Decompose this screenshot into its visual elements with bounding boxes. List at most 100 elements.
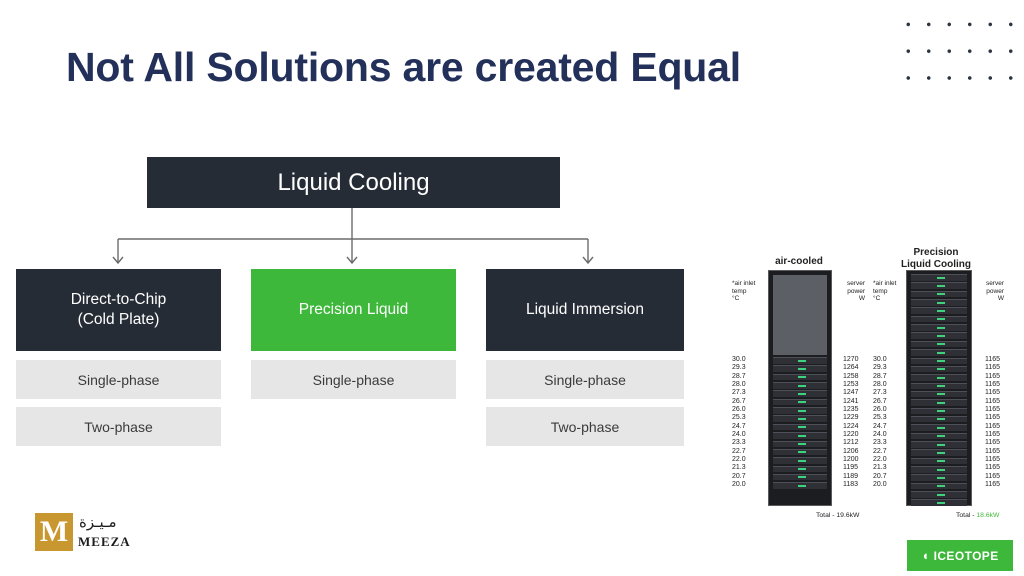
server-led-icon — [936, 368, 945, 371]
server-led-icon — [797, 401, 806, 404]
air-left-header: *air inlet temp °C — [732, 280, 755, 303]
server-unit — [911, 290, 967, 298]
server-led-icon — [936, 468, 945, 471]
air-temp-value: 27.3 — [732, 389, 746, 397]
server-unit — [911, 282, 967, 289]
precision-power-value: 1165 — [985, 472, 1001, 480]
air-power-value: 1200 — [843, 456, 859, 464]
precision-temp-value: 22.7 — [873, 447, 887, 455]
server-unit — [911, 324, 967, 331]
server-led-icon — [936, 426, 945, 429]
air-temp-value: 22.0 — [732, 456, 746, 464]
precision-power-value: 1165 — [985, 431, 1001, 439]
precision-power-value: 1165 — [985, 481, 1001, 489]
air-temp-value: 20.7 — [732, 472, 746, 480]
sub-two-phase-dtc: Two-phase — [16, 407, 221, 446]
server-unit — [911, 399, 967, 406]
air-total-prefix: Total - — [816, 512, 837, 519]
air-cooled-title: air-cooled — [775, 256, 823, 267]
server-led-icon — [936, 418, 945, 421]
slide-title: Not All Solutions are created Equal — [66, 44, 741, 90]
server-unit — [773, 407, 827, 414]
branch-label-line1: Precision Liquid — [298, 301, 409, 318]
precision-total: Total - 18.6kW — [956, 512, 999, 519]
precision-left-header-line: *air inlet — [873, 280, 897, 287]
air-power-value: 1195 — [843, 464, 859, 472]
air-power-value: 1270 — [843, 356, 859, 363]
precision-temp-value: 26.7 — [873, 397, 887, 405]
server-led-icon — [936, 385, 945, 388]
air-left-header-line: *air inlet — [732, 280, 756, 287]
server-unit — [911, 491, 967, 498]
air-right-header: server power W — [839, 280, 865, 303]
sub-single-phase-immersion: Single-phase — [486, 360, 684, 399]
air-temp-value: 26.7 — [732, 397, 746, 405]
branch-label-line2: (Cold Plate) — [77, 311, 160, 328]
server-led-icon — [936, 435, 945, 438]
server-unit — [911, 432, 967, 440]
server-unit — [773, 390, 827, 397]
server-led-icon — [936, 360, 945, 362]
iceotope-mark-icon: ◖ — [921, 548, 930, 563]
server-led-icon — [936, 443, 945, 446]
precision-temp-value: 26.0 — [873, 406, 887, 414]
precision-power-value: 1165 — [985, 356, 1001, 363]
precision-power-value: 1165 — [985, 406, 1001, 414]
meeza-mark: M — [35, 513, 73, 551]
air-total-value: 19.6kW — [836, 512, 860, 519]
server-led-icon — [936, 376, 945, 379]
precision-rack — [906, 270, 972, 506]
precision-power-value: 1165 — [985, 364, 1001, 372]
server-unit — [773, 473, 827, 481]
server-led-icon — [936, 410, 945, 413]
air-temp-value: 26.0 — [732, 406, 746, 414]
air-power-value: 1189 — [843, 472, 859, 480]
precision-temp-value: 24.7 — [873, 422, 887, 430]
server-led-icon — [797, 476, 806, 479]
precision-power-value: 1165 — [985, 439, 1001, 447]
server-led-icon — [797, 384, 806, 387]
precision-power-value: 1165 — [985, 397, 1001, 405]
server-unit — [911, 299, 967, 306]
precision-power-value: 1165 — [985, 422, 1001, 430]
server-unit — [911, 457, 967, 465]
server-led-icon — [936, 451, 945, 454]
air-temp-value: 22.7 — [732, 447, 746, 455]
air-temp-value: 24.0 — [732, 431, 746, 439]
precision-temp-value: 21.3 — [873, 464, 887, 472]
server-unit — [911, 332, 967, 339]
air-right-header-line: power — [847, 287, 865, 295]
rack-comparison-figure: air-cooled Precision Liquid Cooling *air… — [726, 240, 1016, 525]
air-temp-value: 24.7 — [732, 422, 746, 430]
server-unit — [773, 365, 827, 372]
server-led-icon — [936, 493, 945, 496]
air-power-value: 1258 — [843, 372, 859, 380]
air-temp-value: 29.3 — [732, 364, 746, 372]
precision-right-header-line: server — [985, 280, 1004, 287]
air-power-value: 1220 — [843, 431, 859, 439]
server-led-icon — [797, 376, 806, 379]
server-unit — [911, 349, 967, 356]
arrow-right-icon — [582, 256, 594, 265]
server-led-icon — [797, 426, 806, 429]
air-temp-value: 28.7 — [732, 372, 746, 380]
server-led-icon — [936, 309, 945, 312]
precision-total-value: 18.6kW — [976, 512, 1000, 519]
air-temp-value: 20.0 — [732, 481, 746, 489]
decorative-dot-grid — [898, 11, 1016, 101]
precision-temp-value: 24.0 — [873, 431, 887, 439]
server-unit — [911, 466, 967, 473]
precision-power-value: 1165 — [985, 389, 1001, 397]
precision-title: Precision Liquid Cooling — [896, 247, 976, 271]
air-total: Total - 19.6kW — [816, 512, 859, 519]
precision-temp-value: 25.3 — [873, 414, 887, 422]
air-left-header-line: temp — [732, 287, 747, 295]
precision-left-header: *air inlet temp °C — [873, 280, 896, 303]
server-unit — [911, 382, 967, 390]
server-led-icon — [797, 392, 806, 395]
server-led-icon — [936, 343, 945, 346]
server-unit — [773, 398, 827, 406]
